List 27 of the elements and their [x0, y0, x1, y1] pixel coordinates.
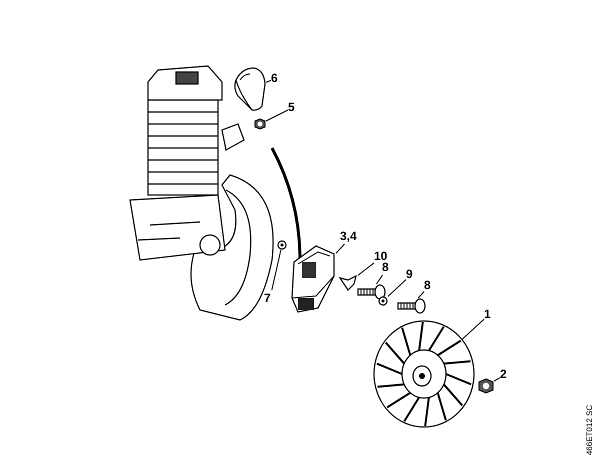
- callout-number: 3,4: [340, 228, 364, 244]
- leader-line: [418, 291, 424, 298]
- leader-line: [376, 274, 384, 284]
- drawing-number: 466ET012 SC: [585, 404, 595, 458]
- screw-drawing: [356, 284, 386, 300]
- cap-drawing: [232, 66, 266, 112]
- callout-number: 8: [424, 277, 436, 293]
- callout-number: 6: [271, 70, 283, 86]
- callout-number: 9: [406, 266, 418, 282]
- callout-number: 5: [288, 99, 300, 115]
- leader-line: [336, 244, 346, 254]
- screw-drawing: [396, 298, 426, 314]
- nut-drawing: [254, 118, 266, 130]
- callout-number: 1: [484, 306, 496, 322]
- washer-drawing: [277, 240, 287, 250]
- leader-line: [388, 279, 406, 297]
- leader-line: [266, 80, 272, 83]
- callout-number: 7: [264, 290, 276, 306]
- clip-drawing: [338, 274, 358, 292]
- leader-line: [358, 262, 374, 276]
- callout-number: 2: [500, 366, 512, 382]
- nut-drawing: [478, 378, 494, 394]
- leader-line: [494, 377, 500, 382]
- leader-line: [266, 110, 288, 122]
- leader-line: [271, 250, 282, 290]
- leader-line: [460, 318, 484, 342]
- washer-drawing: [378, 296, 388, 306]
